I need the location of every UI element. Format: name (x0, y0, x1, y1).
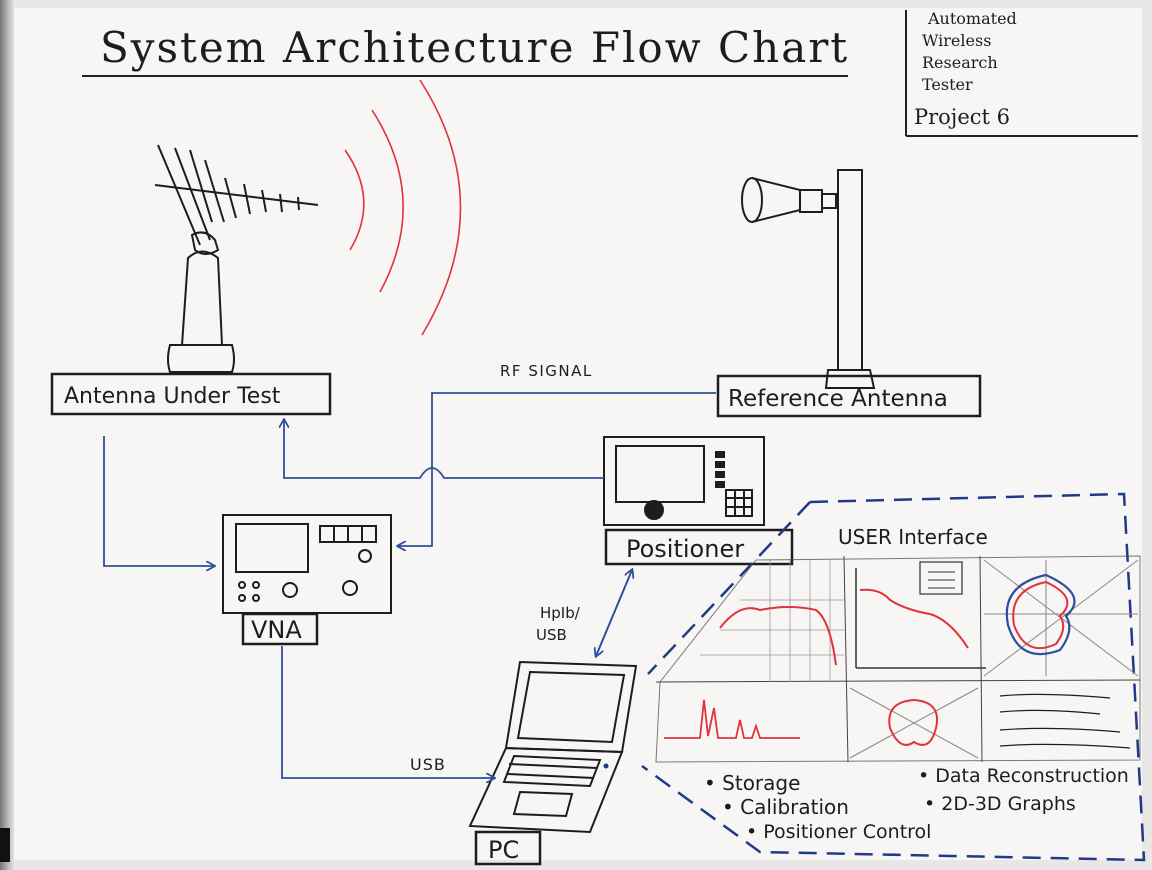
ui-panel-grid (655, 555, 1141, 763)
feature-calibration: • Calibration (722, 795, 849, 819)
project-line-4: Tester (922, 75, 973, 94)
usb-label: USB (410, 755, 446, 774)
positioner-block: Positioner (604, 528, 794, 566)
project-line-1: Automated (927, 9, 1017, 28)
antenna-under-test-block: Antenna Under Test (50, 372, 332, 416)
project-line-2: Wireless (922, 31, 991, 50)
ui-plot-time-domain (664, 699, 800, 739)
feature-data-reconstruction: • Data Reconstruction (918, 765, 1129, 787)
connection-lines (103, 392, 716, 778)
user-interface-region: USER Interface (641, 492, 1146, 862)
vna-device-icon (222, 514, 392, 614)
laptop-icon (468, 660, 638, 834)
ui-plot-small-polar (849, 687, 979, 759)
horn-antenna-icon (741, 169, 876, 389)
positioner-to-aut-line (284, 420, 604, 479)
feature-positioner-control: • Positioner Control (746, 821, 931, 843)
feature-graphs: • 2D-3D Graphs (924, 793, 1076, 815)
vna-to-pc-line (281, 646, 494, 778)
pc-label: PC (488, 836, 519, 864)
positioner-device-icon (603, 436, 765, 526)
reference-antenna-label: Reference Antenna (728, 386, 948, 412)
vna-block: VNA (241, 612, 319, 646)
project-line-3: Research (922, 53, 998, 72)
corner-mark (0, 828, 10, 862)
aut-to-vna-line (103, 436, 214, 566)
page-title: System Architecture Flow Chart (100, 23, 849, 72)
positioner-label: Positioner (626, 535, 744, 563)
project-box: Automated Wireless Research Tester Proje… (905, 9, 1138, 137)
vna-label: VNA (251, 616, 302, 644)
yagi-antenna-icon (154, 144, 319, 373)
project-number: Project 6 (914, 105, 1010, 129)
ui-plot-polar-pattern (983, 559, 1139, 677)
ui-text-panel (999, 693, 1131, 749)
user-interface-title: USER Interface (838, 525, 988, 549)
photo-background-edge (0, 0, 14, 870)
ui-plot-line (855, 561, 986, 669)
ui-plot-frequency-response (700, 560, 844, 682)
paper-sheet (14, 8, 1142, 860)
antenna-under-test-label: Antenna Under Test (64, 384, 281, 409)
radiation-waves-icon (344, 79, 462, 336)
hpib-label-line2: USB (536, 626, 567, 644)
rf-signal-label: RF SIGNAL (500, 362, 593, 380)
reference-antenna-block: Reference Antenna (716, 374, 982, 418)
rf-signal-line (398, 392, 716, 546)
hpib-label-line1: HpIb/ (540, 604, 581, 622)
feature-storage: • Storage (704, 771, 800, 795)
pc-block: PC (474, 830, 542, 866)
